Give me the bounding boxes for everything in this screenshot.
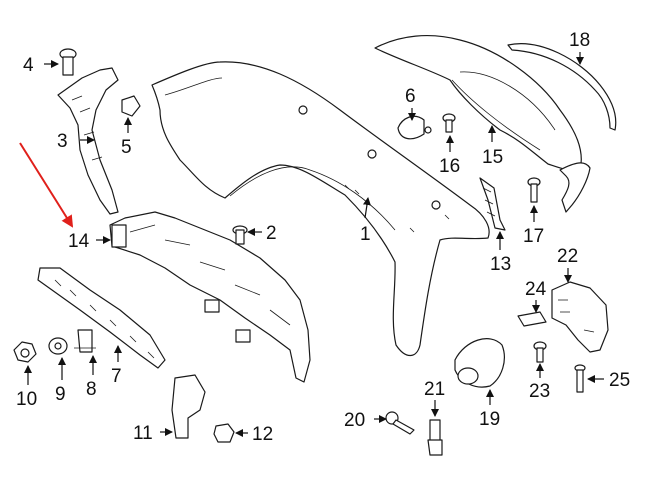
callout-17[interactable]: 17 (523, 226, 544, 247)
push-pin-2-part[interactable] (232, 225, 248, 245)
screw-23-part[interactable] (533, 341, 547, 363)
callout-7[interactable]: 7 (111, 366, 122, 387)
callout-labels: 1 2 3 4 5 6 7 8 9 10 11 12 13 14 15 16 1… (16, 30, 630, 445)
clip-8-part[interactable] (74, 329, 96, 353)
bolt-4-part[interactable] (59, 48, 77, 76)
callout-22[interactable]: 22 (557, 246, 578, 267)
callout-9[interactable]: 9 (55, 384, 66, 405)
sensor-mount-21-part[interactable] (427, 419, 443, 456)
screw-17-part[interactable] (527, 177, 541, 203)
lower-diffuser-part[interactable] (559, 162, 591, 213)
side-bracket-part[interactable] (479, 177, 506, 231)
washer-9-part[interactable] (48, 337, 68, 355)
nut-12-part[interactable] (213, 423, 235, 443)
clip-24-part[interactable] (517, 311, 547, 327)
bumper-cover-part[interactable] (151, 61, 490, 357)
cover-cap-6-part[interactable] (397, 115, 432, 140)
clip-5-part[interactable] (121, 95, 141, 117)
trim-panel-part[interactable] (374, 35, 582, 172)
callout-14[interactable]: 14 (68, 231, 90, 252)
callout-12[interactable]: 12 (252, 424, 273, 445)
callout-23[interactable]: 23 (529, 381, 550, 402)
reflector-strip-part[interactable] (507, 43, 617, 131)
callout-1[interactable]: 1 (360, 224, 371, 245)
screw-16-part[interactable] (442, 113, 456, 133)
callout-11[interactable]: 11 (133, 423, 153, 444)
nut-10-part[interactable] (13, 341, 37, 363)
callout-24[interactable]: 24 (525, 279, 547, 300)
callout-4[interactable]: 4 (23, 55, 34, 76)
callout-3[interactable]: 3 (57, 131, 68, 152)
callout-8[interactable]: 8 (86, 379, 97, 400)
leader-lines (24, 52, 604, 437)
sensor-housing-19-part[interactable] (454, 338, 505, 388)
callout-18[interactable]: 18 (569, 30, 590, 51)
lower-rail-part[interactable] (37, 267, 166, 369)
bracket-11-part[interactable] (171, 374, 206, 439)
callout-16[interactable]: 16 (439, 156, 460, 177)
red-pointer-arrow (19, 142, 74, 228)
callout-13[interactable]: 13 (490, 254, 511, 275)
callout-25[interactable]: 25 (609, 370, 630, 391)
bracket-22-part[interactable] (551, 281, 609, 353)
bolt-20-part[interactable] (385, 411, 415, 435)
callout-20[interactable]: 20 (344, 410, 365, 431)
callout-6[interactable]: 6 (405, 86, 416, 107)
callout-5[interactable]: 5 (121, 137, 132, 158)
callout-21[interactable]: 21 (424, 379, 445, 400)
callout-19[interactable]: 19 (479, 409, 500, 430)
energy-absorber-part[interactable] (109, 211, 311, 383)
callout-15[interactable]: 15 (482, 147, 503, 168)
callout-10[interactable]: 10 (16, 389, 37, 410)
callout-2[interactable]: 2 (266, 223, 277, 244)
pin-25-part[interactable] (574, 364, 586, 393)
